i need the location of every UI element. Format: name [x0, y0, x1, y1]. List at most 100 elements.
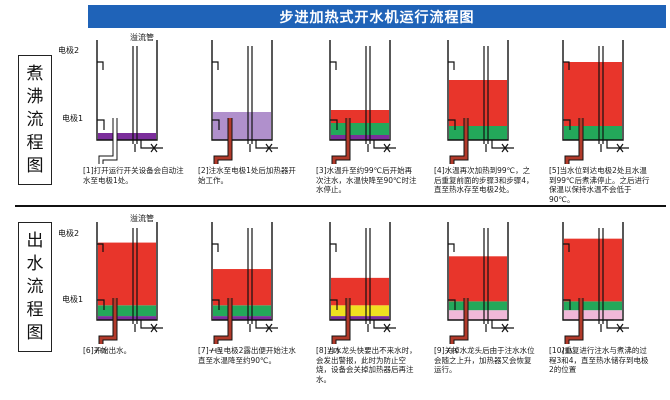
electrode-1 [448, 299, 456, 310]
valve-icon [383, 143, 391, 153]
step-caption: [7]一旦电极2露出便开始注水直至水温降至约90℃。 [198, 346, 296, 365]
electrode-1 [330, 119, 338, 130]
step-caption: [5]当水位到达电极2处且水温到99℃后煮沸停止。之后进行保温以保持水温不会低于… [549, 166, 650, 204]
electrode-2 [563, 243, 570, 252]
water-layer [449, 126, 507, 140]
water-layer [213, 269, 271, 306]
section-char: 程 [26, 132, 44, 153]
valve-icon [501, 323, 509, 333]
step-caption: [8]当水龙头快要出不来水时，会发出警报，此时为防止空烧，设备会关掉加热器后再注… [316, 346, 417, 384]
water-layer [331, 277, 389, 306]
outlet-pipe-fill [214, 298, 232, 344]
inlet-pipe [140, 140, 163, 149]
tank-outline [96, 222, 158, 321]
tank-outline [562, 40, 624, 141]
tank-outline [329, 222, 391, 321]
outlet-pipe-fill [450, 118, 468, 164]
tank-outline [96, 40, 158, 141]
valve-icon [383, 323, 391, 333]
valve-icon [150, 323, 158, 333]
outlet-pipe-fill [450, 298, 468, 344]
step-caption: [6]开始出水。 [83, 346, 132, 355]
outlet-pipe-fill [565, 298, 583, 344]
inlet-pipe [491, 320, 514, 329]
outlet-pipe-fill [99, 118, 117, 164]
inlet-pipe [255, 320, 278, 329]
electrode-2 [212, 243, 219, 252]
water-layer [213, 305, 271, 317]
outlet-pipe-fill [565, 118, 583, 164]
water-layer [564, 126, 622, 140]
valve-icon [616, 143, 624, 153]
label-electrode2-bottom: 电极2 [58, 229, 80, 238]
section-char: 图 [26, 322, 44, 343]
electrode-2 [212, 61, 219, 70]
section-char: 图 [26, 155, 44, 176]
electrode-1 [212, 299, 220, 310]
section-char: 水 [26, 253, 44, 274]
electrode-2 [563, 61, 570, 70]
electrode-1 [448, 119, 456, 130]
outlet-pipe-fill [332, 298, 350, 344]
step-caption: [2]注水至电极1处后加热器开始工作。 [198, 166, 296, 185]
water-layer [564, 62, 622, 126]
electrode-2 [97, 243, 104, 252]
tank-outline [562, 222, 624, 321]
water-layer [449, 256, 507, 302]
inlet-pipe [373, 320, 396, 329]
electrode-2 [448, 61, 455, 70]
water-layer [564, 301, 622, 311]
section-char: 程 [26, 299, 44, 320]
inlet-pipe [255, 140, 278, 149]
water-layer [449, 80, 507, 126]
water-layer [564, 310, 622, 320]
electrode-1 [330, 299, 338, 310]
label-overflow-top: 溢流管 [130, 33, 154, 42]
section-char: 出 [26, 230, 44, 251]
label-electrode2-top: 电极2 [58, 46, 80, 55]
section-label-boiling: 煮沸流程图 [18, 55, 52, 185]
electrode-1 [563, 119, 571, 130]
inlet-pipe [606, 320, 629, 329]
water-layer [331, 110, 389, 123]
water-layer [331, 316, 389, 320]
tank-outline [447, 222, 509, 321]
step-caption: [3]水温升至约99℃后开始再次注水，水温快降至90℃时注水停止。 [316, 166, 417, 194]
water-layer [98, 305, 156, 317]
valve-icon [501, 143, 509, 153]
water-layer [98, 242, 156, 306]
step-caption: [4]水温再次加热到99℃，之后重复前面的步骤3和步骤4，直至热水存至电极2处。 [434, 166, 534, 194]
water-drops-icon [328, 347, 340, 354]
water-layer [564, 238, 622, 302]
outlet-pipe-fill [214, 118, 232, 164]
step-caption: [10]重复进行注水与煮沸的过程3和4，直至热水储存到电极2的位置 [549, 346, 649, 374]
section-char: 煮 [26, 63, 44, 84]
water-layer [213, 316, 271, 320]
water-layer [331, 305, 389, 317]
inlet-pipe [491, 140, 514, 149]
inlet-pipe [606, 140, 629, 149]
inlet-pipe [373, 140, 396, 149]
water-drops-icon [561, 347, 573, 354]
label-overflow-bottom: 溢流管 [130, 214, 154, 223]
tank-outline [329, 40, 391, 141]
inlet-pipe [140, 320, 163, 329]
electrode-2 [448, 243, 455, 252]
section-char: 沸 [26, 86, 44, 107]
diagram-title: 步进加热式开水机运行流程图 [88, 5, 666, 28]
electrode-1 [97, 119, 105, 130]
section-char: 流 [26, 109, 44, 130]
step-caption: [1]打开运行开关设备会自动注水至电极1处。 [83, 166, 184, 185]
water-layer [449, 301, 507, 311]
electrode-2 [330, 243, 337, 252]
electrode-1 [97, 299, 105, 310]
water-layer [449, 310, 507, 320]
electrode-2 [97, 61, 104, 70]
section-label-dispensing: 出水流程图 [18, 222, 52, 352]
water-layer [331, 135, 389, 140]
water-drops-icon [210, 347, 222, 354]
outlet-pipe-fill [99, 298, 117, 344]
valve-icon [150, 143, 158, 153]
label-electrode1-bottom: 电极1 [62, 295, 84, 304]
